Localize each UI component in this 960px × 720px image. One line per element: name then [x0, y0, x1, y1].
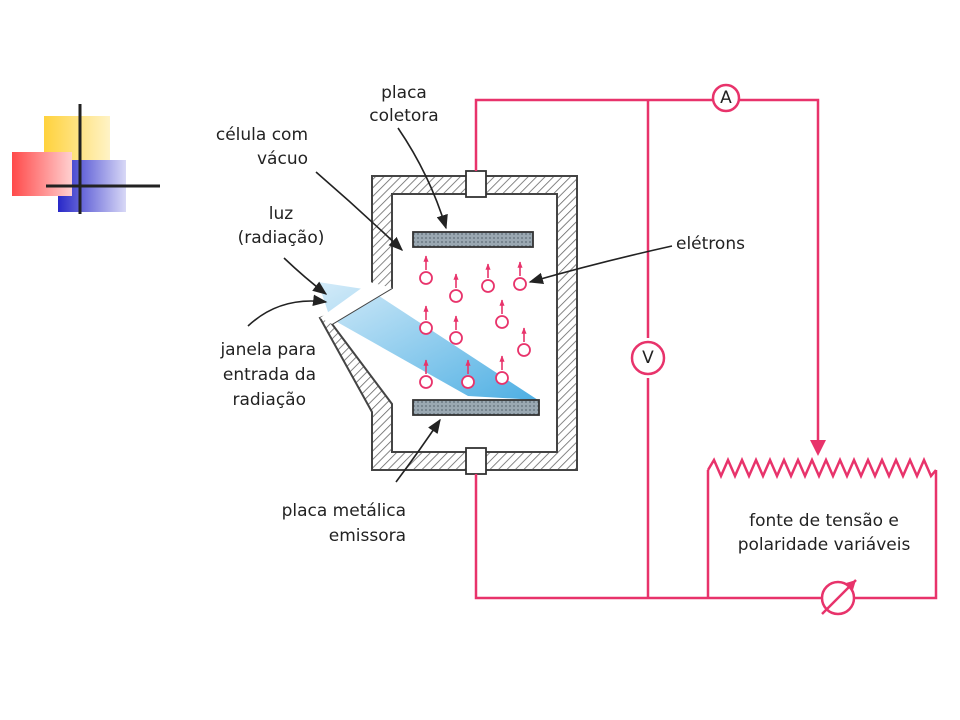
variable-source-resistor — [706, 456, 937, 480]
electron — [513, 277, 527, 291]
label-eletrons: elétrons — [676, 234, 745, 254]
electron — [461, 375, 475, 389]
label-celula-vacuo: célula com vácuo — [216, 125, 308, 169]
ammeter: A — [711, 83, 741, 113]
leader-lines — [247, 127, 673, 483]
voltmeter: V — [630, 340, 666, 376]
variable-source-symbol — [820, 579, 857, 616]
leader-placa-coletora — [397, 127, 448, 230]
label-placa-coletora: placa coletora — [369, 83, 438, 126]
label-janela: janela para entrada da radiação — [219, 340, 316, 410]
svg-text:placa metálica: placa metálica — [282, 501, 406, 521]
leader-janela — [247, 294, 328, 327]
electron — [481, 279, 495, 293]
light-beam — [318, 282, 538, 400]
leader-eletrons — [528, 245, 673, 284]
svg-text:polaridade variáveis: polaridade variáveis — [738, 535, 911, 555]
svg-text:entrada da: entrada da — [223, 365, 316, 385]
deco-red-square — [12, 152, 72, 196]
electron — [495, 371, 509, 385]
collector-plate — [412, 231, 534, 248]
svg-text:luz: luz — [269, 204, 293, 224]
label-fonte: fonte de tensão e polaridade variáveis — [738, 511, 911, 555]
ammeter-label: A — [720, 88, 732, 108]
voltmeter-label: V — [642, 348, 654, 368]
bottom-feedthrough — [465, 447, 487, 475]
electron — [517, 343, 531, 357]
electron — [449, 289, 463, 303]
svg-text:(radiação): (radiação) — [238, 228, 325, 248]
svg-text:placa: placa — [381, 83, 427, 103]
svg-text:vácuo: vácuo — [257, 149, 308, 169]
leader-luz — [283, 257, 328, 295]
corner-decoration — [12, 104, 160, 214]
electrons-group — [419, 255, 531, 389]
svg-text:fonte de tensão e: fonte de tensão e — [749, 511, 899, 531]
circuit-wires — [474, 98, 938, 600]
electron — [449, 331, 463, 345]
svg-text:emissora: emissora — [329, 526, 406, 546]
leader-emissora — [395, 418, 441, 483]
electron — [419, 271, 433, 285]
svg-text:janela para: janela para — [219, 340, 316, 360]
label-placa-emissora: placa metálica emissora — [282, 501, 406, 546]
electron — [419, 375, 433, 389]
label-luz: luz (radiação) — [238, 204, 325, 248]
top-feedthrough — [465, 170, 487, 198]
svg-text:coletora: coletora — [369, 106, 438, 126]
svg-text:célula com: célula com — [216, 125, 308, 145]
window-opening — [320, 282, 392, 324]
leader-celula-vacuo — [315, 171, 404, 251]
current-arrowhead — [810, 440, 826, 456]
electron — [495, 315, 509, 329]
electron — [419, 321, 433, 335]
emitter-plate — [412, 399, 540, 416]
svg-text:radiação: radiação — [232, 390, 306, 410]
